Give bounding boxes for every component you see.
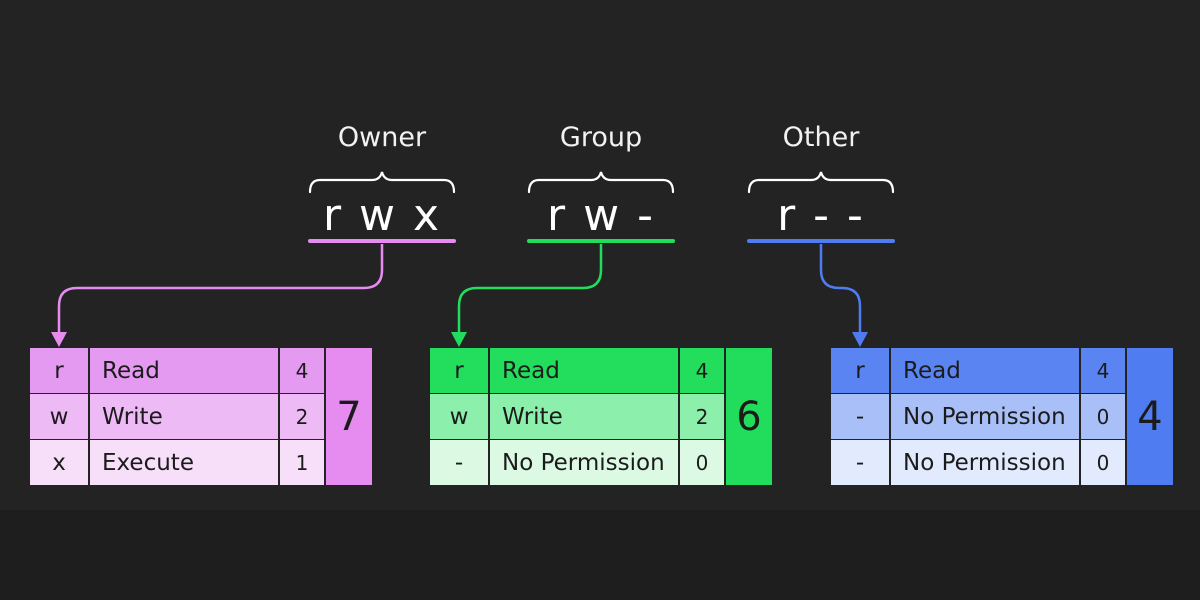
owner-connector bbox=[57, 244, 384, 334]
other-row-2-symbol: - bbox=[831, 440, 889, 485]
other-connector bbox=[819, 244, 862, 334]
owner-total: 7 bbox=[326, 348, 372, 485]
other-brace bbox=[747, 171, 895, 194]
group-row-0-name: Read bbox=[490, 348, 678, 393]
group-underline bbox=[527, 239, 675, 243]
owner-row-2-value: 1 bbox=[280, 440, 324, 485]
owner-row-2-name: Execute bbox=[90, 440, 278, 485]
owner-brace bbox=[308, 171, 456, 194]
other-row-1-value: 0 bbox=[1081, 394, 1125, 439]
owner-label: Owner bbox=[337, 122, 427, 153]
other-arrowhead bbox=[852, 332, 868, 347]
other-row-1-name: No Permission bbox=[891, 394, 1079, 439]
owner-row-0-name: Read bbox=[90, 348, 278, 393]
owner-perm-string: r w x bbox=[322, 190, 442, 241]
owner-row-1-name: Write bbox=[90, 394, 278, 439]
group-total: 6 bbox=[726, 348, 772, 485]
other-label: Other bbox=[782, 122, 860, 153]
bottom-band bbox=[0, 510, 1200, 600]
group-row-1-name: Write bbox=[490, 394, 678, 439]
owner-row-1-value: 2 bbox=[280, 394, 324, 439]
group-row-1-symbol: w bbox=[430, 394, 488, 439]
other-total: 4 bbox=[1127, 348, 1173, 485]
group-row-0-value: 4 bbox=[680, 348, 724, 393]
owner-row-0-value: 4 bbox=[280, 348, 324, 393]
other-perm-string: r - - bbox=[777, 190, 865, 241]
group-row-2-value: 0 bbox=[680, 440, 724, 485]
group-arrowhead bbox=[451, 332, 467, 347]
owner-row-1-symbol: w bbox=[30, 394, 88, 439]
other-row-1-symbol: - bbox=[831, 394, 889, 439]
group-row-1-value: 2 bbox=[680, 394, 724, 439]
other-row-2-value: 0 bbox=[1081, 440, 1125, 485]
other-row-0-name: Read bbox=[891, 348, 1079, 393]
owner-row-0-symbol: r bbox=[30, 348, 88, 393]
other-row-0-value: 4 bbox=[1081, 348, 1125, 393]
group-connector bbox=[457, 244, 603, 334]
owner-row-2-symbol: x bbox=[30, 440, 88, 485]
group-label: Group bbox=[559, 122, 643, 153]
other-underline bbox=[747, 239, 895, 243]
other-row-2-name: No Permission bbox=[891, 440, 1079, 485]
owner-arrowhead bbox=[51, 332, 67, 347]
group-brace bbox=[527, 171, 675, 194]
owner-underline bbox=[308, 239, 456, 243]
other-row-0-symbol: r bbox=[831, 348, 889, 393]
group-perm-string: r w - bbox=[547, 190, 655, 241]
group-row-0-symbol: r bbox=[430, 348, 488, 393]
group-row-2-symbol: - bbox=[430, 440, 488, 485]
group-row-2-name: No Permission bbox=[490, 440, 678, 485]
